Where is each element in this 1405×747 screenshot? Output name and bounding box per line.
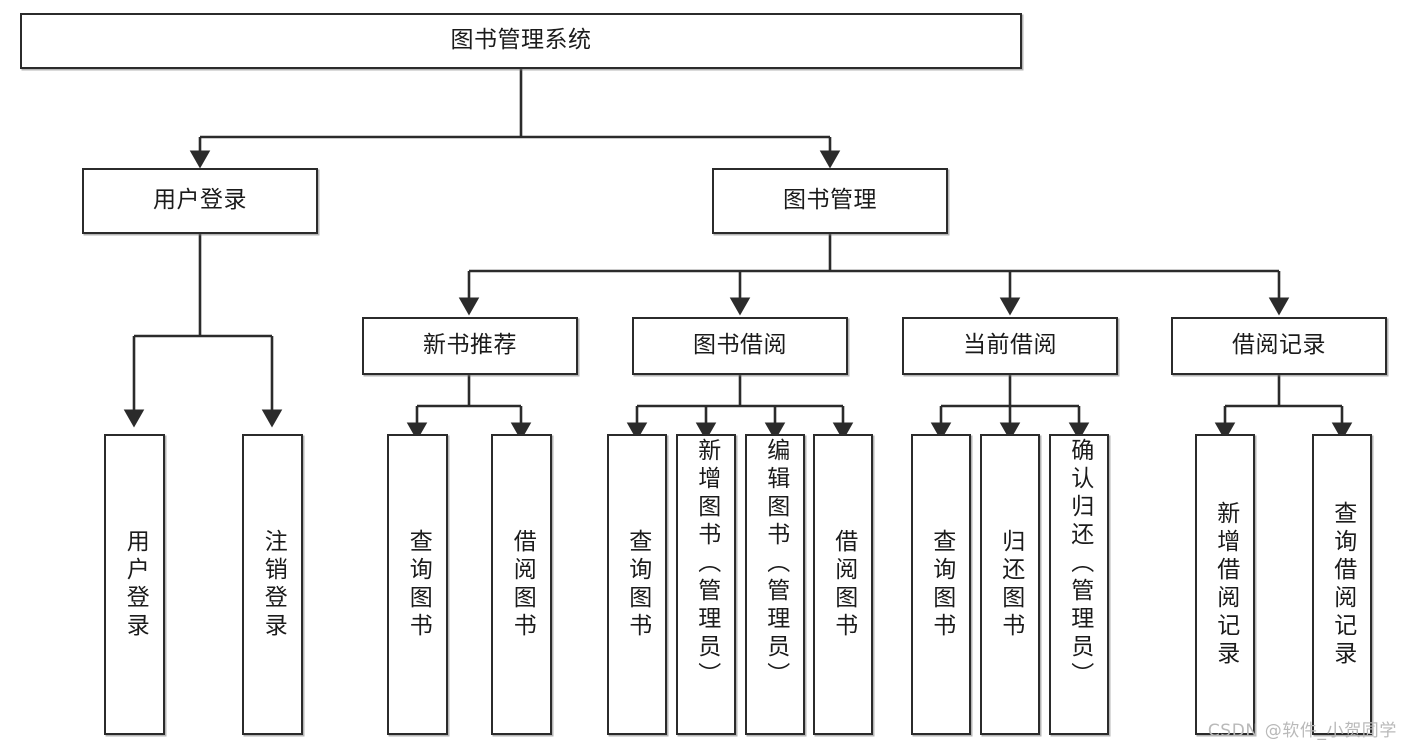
- leaf-confirm-return-label: 确认归还（管理员）: [1066, 438, 1093, 690]
- leaf-logout-label: 注销登录: [260, 528, 287, 641]
- leaf-query-record[interactable]: 查询借阅记录: [1312, 434, 1372, 735]
- leaf-borrow-book-2-label: 借阅图书: [830, 528, 857, 641]
- leaf-query-book-3-label: 查询图书: [928, 528, 955, 641]
- leaf-add-book[interactable]: 新增图书（管理员）: [676, 434, 736, 735]
- leaf-borrow-book-1-label: 借阅图书: [509, 528, 536, 641]
- leaf-user-login[interactable]: 用户登录: [104, 434, 165, 735]
- leaf-query-book-1[interactable]: 查询图书: [387, 434, 448, 735]
- node-new-book-rec[interactable]: 新书推荐: [362, 317, 578, 375]
- leaf-query-book-1-label: 查询图书: [405, 528, 432, 641]
- leaf-edit-book[interactable]: 编辑图书（管理员）: [745, 434, 805, 735]
- node-borrow-record-label: 借阅记录: [1232, 332, 1326, 359]
- node-current-borrow-label: 当前借阅: [963, 332, 1057, 359]
- leaf-confirm-return[interactable]: 确认归还（管理员）: [1049, 434, 1109, 735]
- leaf-query-book-2-label: 查询图书: [624, 528, 651, 641]
- leaf-return-book[interactable]: 归还图书: [980, 434, 1040, 735]
- leaf-logout[interactable]: 注销登录: [242, 434, 303, 735]
- leaf-return-book-label: 归还图书: [997, 528, 1024, 641]
- leaf-add-record-label: 新增借阅记录: [1212, 500, 1239, 669]
- leaf-query-book-2[interactable]: 查询图书: [607, 434, 667, 735]
- leaf-borrow-book-2[interactable]: 借阅图书: [813, 434, 873, 735]
- node-root-label: 图书管理系统: [450, 27, 592, 54]
- node-book-manage[interactable]: 图书管理: [712, 168, 948, 234]
- node-borrow-record[interactable]: 借阅记录: [1171, 317, 1387, 375]
- leaf-add-book-label: 新增图书（管理员）: [693, 438, 720, 690]
- leaf-borrow-book-1[interactable]: 借阅图书: [491, 434, 552, 735]
- leaf-query-record-label: 查询借阅记录: [1329, 500, 1356, 669]
- node-book-borrow-label: 图书借阅: [693, 332, 787, 359]
- node-user-login[interactable]: 用户登录: [82, 168, 318, 234]
- leaf-add-record[interactable]: 新增借阅记录: [1195, 434, 1255, 735]
- leaf-query-book-3[interactable]: 查询图书: [911, 434, 971, 735]
- node-new-book-rec-label: 新书推荐: [423, 332, 517, 359]
- node-root[interactable]: 图书管理系统: [20, 13, 1022, 69]
- node-book-borrow[interactable]: 图书借阅: [632, 317, 848, 375]
- node-user-login-label: 用户登录: [153, 187, 247, 214]
- csdn-watermark: CSDN @软件_小贺同学: [1207, 721, 1397, 741]
- leaf-user-login-label: 用户登录: [122, 528, 149, 641]
- node-book-manage-label: 图书管理: [783, 187, 877, 214]
- node-current-borrow[interactable]: 当前借阅: [902, 317, 1118, 375]
- leaf-edit-book-label: 编辑图书（管理员）: [762, 438, 789, 690]
